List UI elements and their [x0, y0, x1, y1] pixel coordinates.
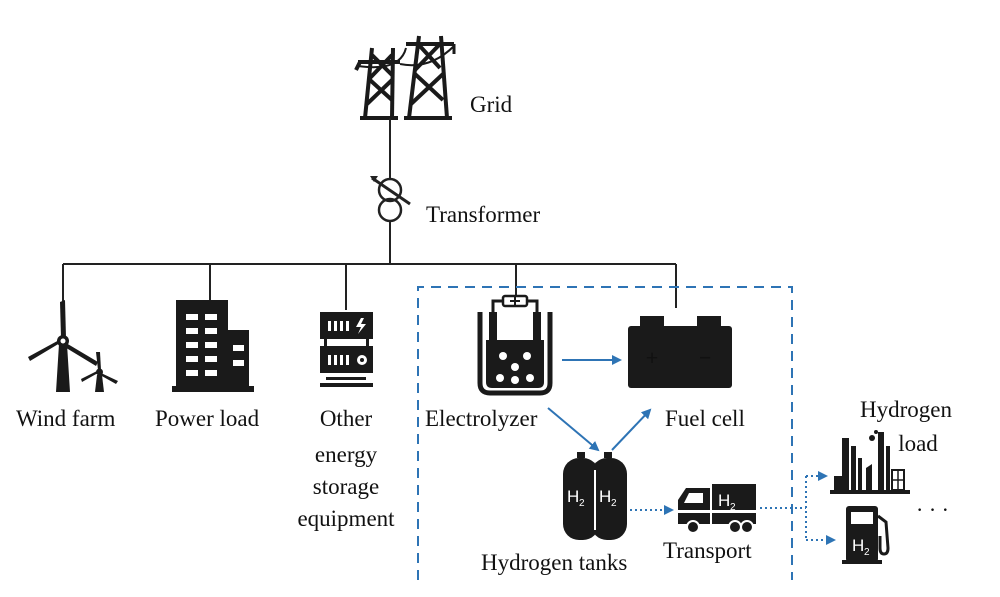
- hydrogen-tanks-label: Hydrogen tanks: [481, 550, 627, 575]
- svg-text:storage: storage: [313, 474, 379, 499]
- transformer-icon: [370, 176, 411, 223]
- svg-text:equipment: equipment: [297, 506, 395, 531]
- flow-arrows: [547, 355, 836, 545]
- svg-text:H: H: [852, 536, 864, 555]
- wind-farm-label: Wind farm: [16, 406, 115, 431]
- svg-text:energy: energy: [315, 442, 378, 467]
- fuel-cell-label: Fuel cell: [665, 406, 745, 431]
- hydrogen-tank-icon: H 2 H 2: [563, 452, 627, 540]
- svg-text:2: 2: [611, 498, 617, 509]
- fuel-pump-icon: H 2: [842, 506, 890, 564]
- electrolyzer-icon: [477, 294, 553, 396]
- other-storage-label: Other energy storage equipment: [297, 406, 395, 531]
- svg-text:−: −: [699, 345, 712, 370]
- building-icon: [172, 300, 254, 392]
- transformer-label: Transformer: [426, 202, 540, 227]
- svg-text:H: H: [567, 487, 579, 506]
- wind-turbine-icon: [28, 300, 118, 392]
- ellipsis-label: · · ·: [916, 497, 949, 522]
- grid-label: Grid: [470, 92, 513, 117]
- svg-text:load: load: [898, 431, 938, 456]
- svg-text:2: 2: [864, 547, 870, 558]
- svg-text:Hydrogen: Hydrogen: [860, 397, 952, 422]
- svg-text:+: +: [646, 345, 659, 370]
- transport-label: Transport: [663, 538, 752, 563]
- svg-text:H: H: [599, 487, 611, 506]
- arrow-tanks-to-fuel-cell: [611, 408, 652, 451]
- svg-text:2: 2: [730, 502, 736, 513]
- svg-text:2: 2: [579, 498, 585, 509]
- power-load-label: Power load: [155, 406, 260, 431]
- electrolyzer-label: Electrolyzer: [425, 406, 538, 431]
- factory-icon: [830, 430, 910, 494]
- bus-lines: [62, 222, 677, 310]
- arrow-electrolyzer-to-tanks: [547, 407, 600, 452]
- svg-text:Other: Other: [320, 406, 373, 431]
- svg-text:H: H: [718, 491, 730, 510]
- battery-icon: + −: [628, 316, 732, 388]
- hydrogen-load-label: Hydrogen load: [860, 397, 952, 456]
- transmission-tower-icon: [354, 35, 456, 120]
- energy-storage-icon: [320, 312, 373, 387]
- truck-icon: H 2: [678, 484, 756, 534]
- hydrogen-system-boundary: [417, 286, 793, 580]
